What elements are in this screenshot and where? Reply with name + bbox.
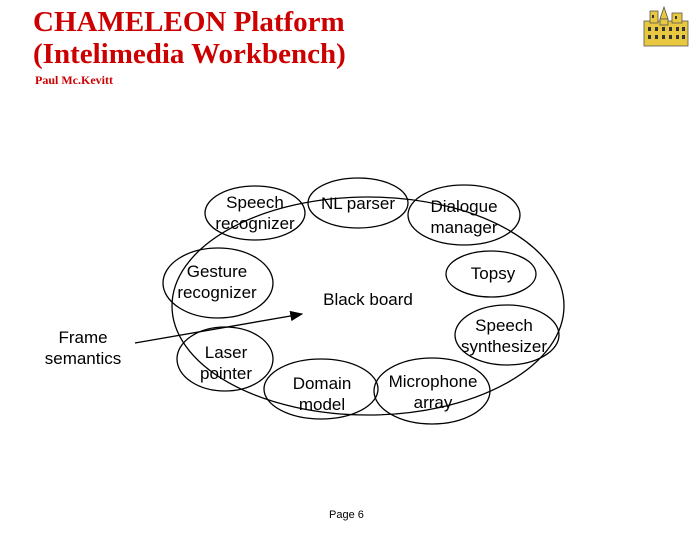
speech-synthesizer-ellipse: [454, 304, 560, 366]
gesture-recognizer-label: Gesture recognizer: [177, 262, 257, 302]
microphone-array-label: Microphone array: [388, 372, 478, 412]
black-board-ellipse: [171, 196, 565, 416]
black-board-label: Black board: [323, 290, 413, 309]
dialogue-manager-label: Dialogue manager: [430, 197, 498, 237]
topsy-label: Topsy: [470, 264, 516, 283]
domain-model-label: Domain model: [292, 374, 352, 414]
speech-synthesizer-label: Speech synthesizer: [461, 316, 547, 356]
author: Paul Mc.Kevitt: [35, 73, 113, 87]
laser-pointer-label: Laser pointer: [200, 343, 252, 383]
speech-recognizer-ellipse: [204, 185, 306, 241]
dialogue-manager-ellipse: [407, 184, 521, 246]
frame-semantics-label: Frame semantics: [44, 328, 122, 368]
title-line-1: CHAMELEON Platform: [33, 6, 345, 38]
castle-logo-icon: [643, 5, 689, 47]
domain-model-ellipse: [263, 358, 379, 420]
microphone-array-ellipse: [373, 357, 491, 425]
nl-parser-label: NL parser: [320, 194, 395, 213]
topsy-ellipse: [445, 250, 537, 298]
title-line-2: (Intelimedia Workbench): [33, 38, 346, 70]
frame-semantics-arrow: [134, 310, 304, 344]
page-number: Page 6: [329, 509, 364, 521]
nl-parser-ellipse: [307, 177, 409, 229]
speech-recognizer-label: Speech recognizer: [215, 193, 295, 233]
gesture-recognizer-ellipse: [162, 247, 274, 319]
